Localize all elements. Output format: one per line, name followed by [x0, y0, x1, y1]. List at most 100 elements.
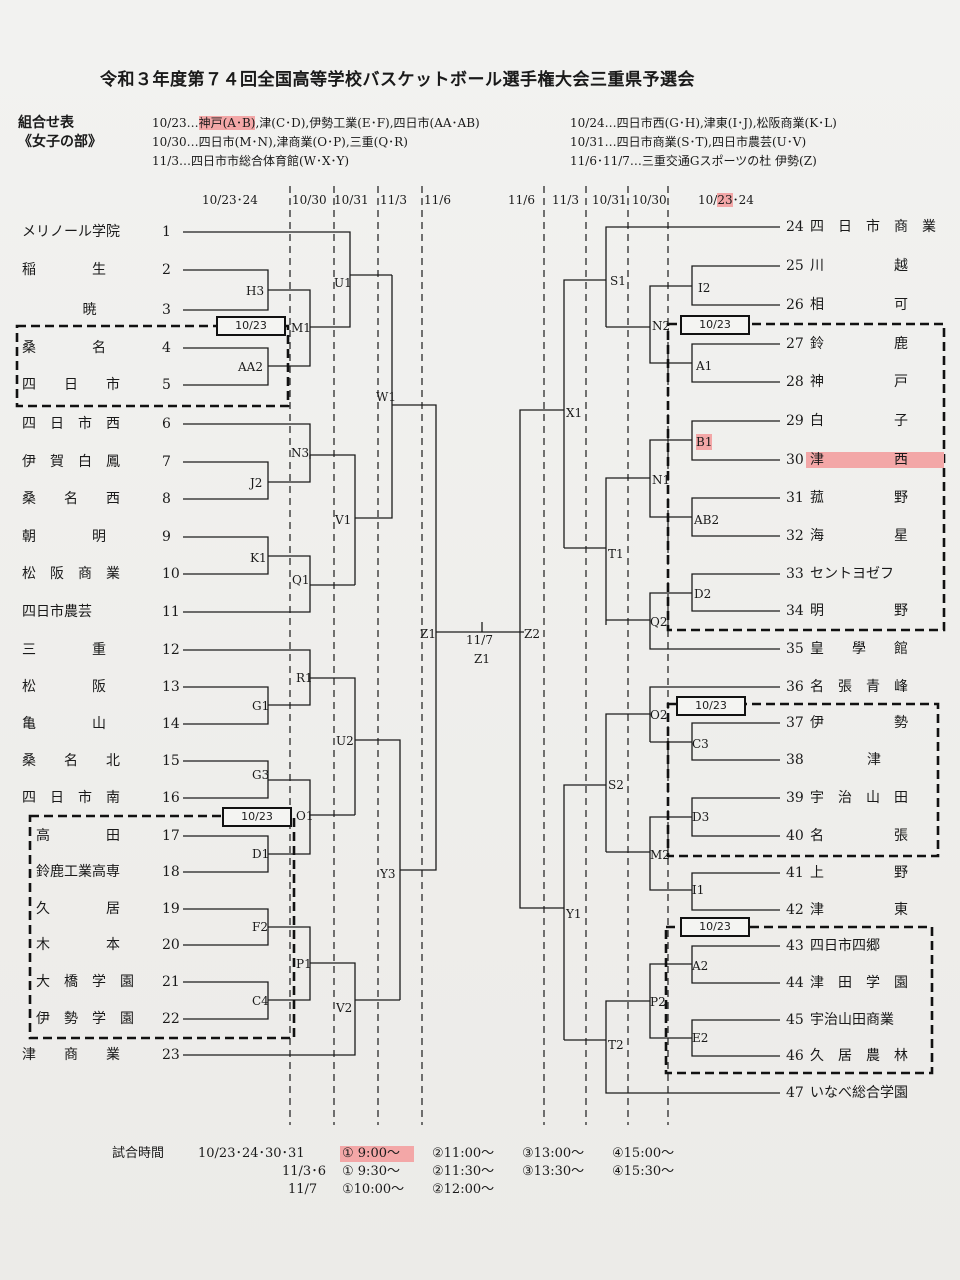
- bracket-line: [392, 404, 437, 630]
- right-team-name: 白 子: [810, 413, 908, 429]
- right-team-seed: 34: [786, 603, 804, 619]
- right-team-seed: 41: [786, 865, 804, 881]
- left-team-name: 松 阪: [22, 679, 106, 695]
- right-team-seed: 35: [786, 641, 804, 657]
- left-team-name: 四 日 市: [22, 377, 120, 393]
- left-team-name: 三 重: [22, 642, 106, 658]
- bracket-node: X1: [566, 406, 583, 420]
- right-team-seed: 47: [786, 1085, 804, 1101]
- bracket-line: [605, 1000, 780, 1094]
- left-team-name: 津 商 業: [22, 1047, 120, 1063]
- bracket-node: V2: [336, 1001, 353, 1015]
- bracket-node: O1: [296, 809, 314, 823]
- bracket-line: [519, 409, 564, 630]
- box-label-4: 10/23: [676, 696, 746, 716]
- left-team-seed: 1: [162, 224, 171, 240]
- left-team-seed: 12: [162, 642, 180, 658]
- left-team-seed: 14: [162, 716, 180, 732]
- times-row2-slot2: ②11:30～: [432, 1164, 495, 1179]
- bracket-node: E2: [692, 1031, 709, 1045]
- times-row3-slot2: ②12:00～: [432, 1182, 495, 1197]
- right-team-name: 皇 學 館: [810, 641, 908, 657]
- bracket-node: A2: [692, 959, 709, 973]
- left-team-name: 四 日 市 南: [22, 790, 120, 806]
- left-team-name: 久 居: [36, 901, 120, 917]
- bracket-node: F2: [252, 920, 268, 934]
- right-team-name: 川 越: [810, 258, 908, 274]
- bracket-node: W1: [376, 390, 396, 404]
- right-team-name: 四 日 市 商 業: [810, 219, 936, 235]
- bracket-line: [268, 455, 311, 483]
- bracket-node: J2: [250, 476, 263, 490]
- left-team-name: メリノール学院: [22, 224, 120, 240]
- bracket-line: [355, 739, 401, 1000]
- times-row1-slot2: ②11:00～: [432, 1146, 495, 1161]
- schedule-line-2: 10/30…四日市(M･N),津商業(O･P),三重(Q･R): [152, 135, 408, 149]
- right-team-seed: 32: [786, 528, 804, 544]
- date-right-2: 11/3: [552, 193, 579, 207]
- bracket-line: [183, 649, 311, 678]
- date-right-3: 10/31: [592, 193, 627, 207]
- bracket-node: T1: [608, 547, 624, 561]
- bracket-line: [563, 784, 606, 1040]
- left-team-seed: 3: [162, 302, 171, 318]
- bracket-node: Z1: [420, 627, 436, 641]
- bracket-line: [563, 279, 606, 548]
- bracket-node: I2: [698, 281, 711, 295]
- bracket-node: C4: [252, 994, 269, 1008]
- right-team-name: 名 張 青 峰: [810, 679, 908, 695]
- right-team-seed: 40: [786, 828, 804, 844]
- right-team-name: 上 野: [810, 865, 908, 881]
- bracket-node: U2: [336, 734, 354, 748]
- bracket-node: Y3: [380, 867, 396, 881]
- left-team-name: 四 日 市 西: [22, 416, 120, 432]
- bracket-line: [649, 285, 692, 364]
- times-row1-slot4: ④15:00～: [612, 1146, 675, 1161]
- left-team-seed: 5: [162, 377, 171, 393]
- left-team-name: 伊 賀 白 鳳: [22, 454, 120, 470]
- bracket-node: U1: [334, 276, 352, 290]
- box-label-5: 10/23: [680, 917, 750, 937]
- right-team-name: 伊 勢: [810, 715, 908, 731]
- bracket-node: A1: [696, 359, 713, 373]
- schedule-line-r1: 10/24…四日市西(G･H),津東(I･J),松阪商業(K･L): [570, 116, 837, 130]
- left-team-seed: 13: [162, 679, 180, 695]
- bracket-node: S2: [608, 778, 624, 792]
- bracket-node: Z2: [524, 627, 540, 641]
- bracket-node: D2: [694, 587, 712, 601]
- right-team-seed: 46: [786, 1048, 804, 1064]
- left-team-name: 松 阪 商 業: [22, 566, 120, 582]
- left-team-seed: 10: [162, 566, 180, 582]
- times-row1-date: 10/23･24･30･31: [198, 1146, 305, 1161]
- right-team-seed: 43: [786, 938, 804, 954]
- right-team-seed: 33: [786, 566, 804, 582]
- left-team-name: 亀 山: [22, 716, 106, 732]
- date-right-1: 11/6: [508, 193, 535, 207]
- bracket-line: [183, 423, 311, 459]
- bracket-node: P1: [296, 957, 312, 971]
- bracket-line: [400, 630, 437, 871]
- left-team-seed: 6: [162, 416, 171, 432]
- times-row2-slot3: ③13:30～: [522, 1164, 585, 1179]
- right-team-name: 鈴 鹿: [810, 336, 908, 352]
- schedule-line-r2: 10/31…四日市商業(S･T),四日市農芸(U･V): [570, 135, 807, 149]
- box-label-2: 10/23: [222, 807, 292, 827]
- header-label-girls: 《女子の部》: [18, 134, 102, 150]
- final-label: Z1: [474, 652, 490, 666]
- left-team-name: 桑 名 北: [22, 753, 120, 769]
- bracket-node: D3: [692, 810, 710, 824]
- bracket-node: Q1: [292, 573, 310, 587]
- left-team-name: 四日市農芸: [22, 604, 92, 620]
- right-team-seed: 45: [786, 1012, 804, 1028]
- bracket-line: [310, 677, 356, 815]
- bracket-line: [605, 226, 780, 327]
- bracket-node: C3: [692, 737, 709, 751]
- bracket-line: [183, 962, 356, 1056]
- left-team-seed: 8: [162, 491, 171, 507]
- dashed-group-box: [28, 814, 296, 1040]
- date-right-5: 10/23･24: [698, 193, 754, 207]
- left-team-seed: 20: [162, 937, 180, 953]
- right-team-name: 神 戸: [810, 374, 908, 390]
- left-team-seed: 17: [162, 828, 180, 844]
